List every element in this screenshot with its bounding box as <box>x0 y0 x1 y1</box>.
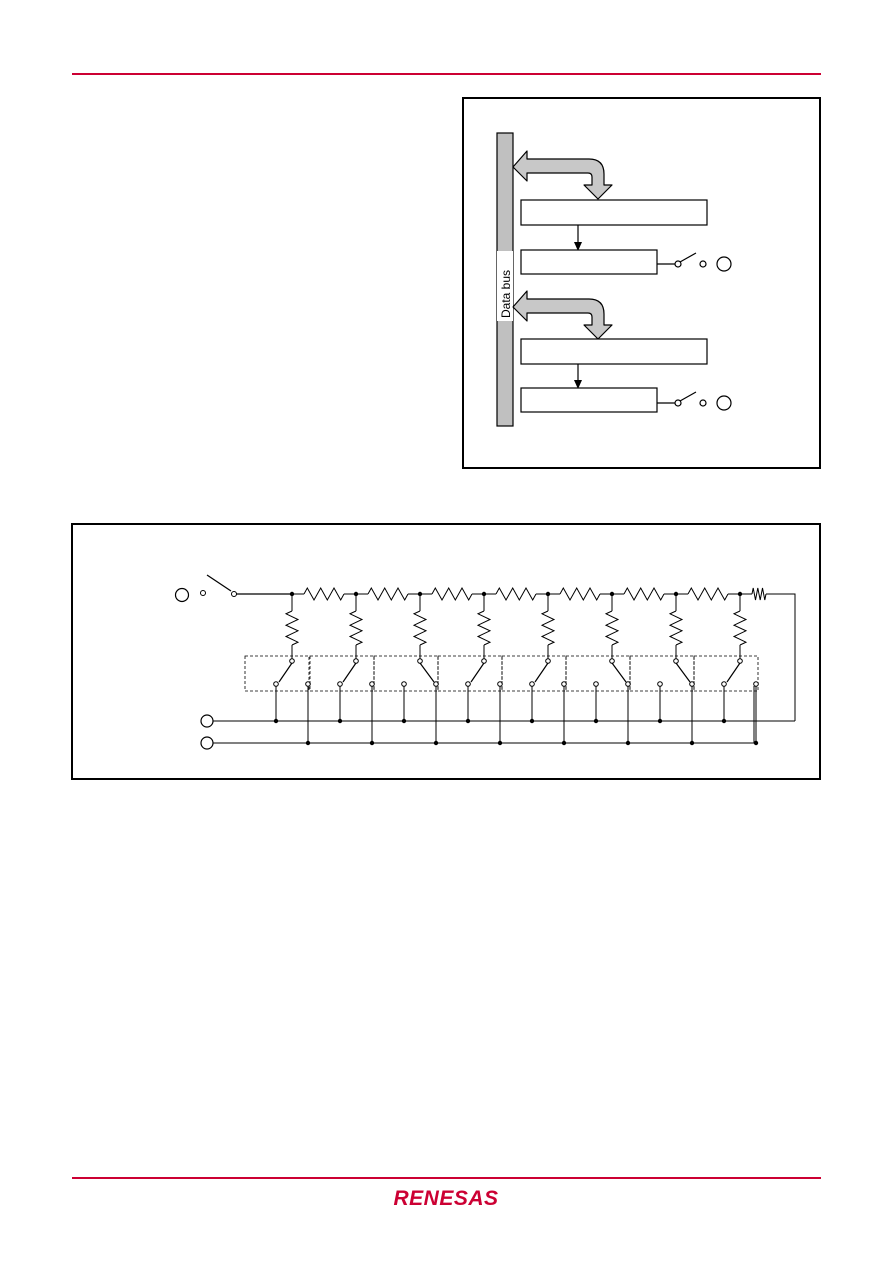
series-resistor <box>303 586 345 602</box>
bus-junction-low <box>625 740 631 746</box>
bus-junction-low <box>689 740 695 746</box>
bus-junction-low <box>305 740 311 746</box>
bus-junction-high <box>465 718 471 724</box>
bus-junction-high <box>529 718 535 724</box>
switch-pivot <box>609 658 615 664</box>
output1-switch-node-b <box>699 399 707 407</box>
switch-contact-a <box>273 681 279 687</box>
series-resistor <box>495 586 537 602</box>
ladder-input-switch-blade <box>206 574 232 592</box>
bus-junction-high <box>657 718 663 724</box>
ladder-input-pin <box>174 587 190 603</box>
data-bus-label: Data bus <box>499 270 513 318</box>
switch-blade <box>611 662 627 683</box>
renesas-logo: RENESAS <box>371 1186 521 1212</box>
output0-switch-node-b <box>699 260 707 268</box>
ladder-input-switch-node-b <box>231 591 237 597</box>
ref-pin-high <box>200 714 214 728</box>
bus-junction-high <box>593 718 599 724</box>
switch-blade <box>470 662 485 683</box>
arrowhead-0 <box>574 242 582 251</box>
shunt-resistor <box>284 610 300 646</box>
switch-contact-a <box>465 681 471 687</box>
switch-blade <box>342 662 357 683</box>
bus-junction-low <box>369 740 375 746</box>
dac-block-diagram-svg: Data bus <box>496 132 732 427</box>
switch-pivot <box>417 658 423 664</box>
series-resistor <box>687 586 729 602</box>
output0-switch-blade <box>679 252 697 263</box>
dacr1-block <box>520 387 658 413</box>
bus-junction-high <box>273 718 279 724</box>
renesas-logo-text: RENESAS <box>393 1187 499 1210</box>
dadr1-register <box>520 338 708 365</box>
bus-junction-high <box>401 718 407 724</box>
series-resistor <box>431 586 473 602</box>
switch-contact-a <box>721 681 727 687</box>
dacr0-block <box>520 249 658 275</box>
series-resistor <box>367 586 409 602</box>
output0-pin <box>716 256 732 272</box>
switch-blade <box>278 662 293 683</box>
series-resistor <box>623 586 665 602</box>
series-resistor <box>751 587 767 601</box>
bus-junction-high <box>337 718 343 724</box>
arrowhead-1 <box>574 380 582 389</box>
switch-blade <box>675 662 691 683</box>
bus-arrow-upper <box>512 150 613 200</box>
output0-switch-node-a <box>674 260 682 268</box>
switch-box <box>244 655 310 692</box>
header-rule <box>72 73 821 75</box>
shunt-resistor <box>604 610 620 646</box>
ladder-input-switch-node-a <box>200 590 206 596</box>
r2r-ladder-svg <box>174 574 796 750</box>
output1-switch-node-a <box>674 399 682 407</box>
shunt-resistor <box>476 610 492 646</box>
bus-junction-high <box>721 718 727 724</box>
switch-pivot <box>737 658 743 664</box>
bus-junction-low <box>753 740 759 746</box>
shunt-resistor <box>540 610 556 646</box>
bus-arrow-lower <box>512 290 613 340</box>
shunt-resistor <box>668 610 684 646</box>
switch-pivot <box>289 658 295 664</box>
data-bus-label-bg <box>497 251 513 321</box>
switch-box <box>693 655 759 692</box>
bus-junction-low <box>433 740 439 746</box>
shunt-resistor <box>732 610 748 646</box>
switch-contact-a <box>657 681 663 687</box>
switch-contact-b <box>753 681 759 687</box>
dadr0-register <box>520 199 708 226</box>
switch-contact-a <box>593 681 599 687</box>
shunt-resistor <box>348 610 364 646</box>
switch-contact-a <box>401 681 407 687</box>
switch-blade <box>726 662 741 683</box>
shunt-resistor <box>412 610 428 646</box>
bus-junction-low <box>561 740 567 746</box>
r2r-ladder-circuit <box>71 523 821 780</box>
switch-contact-a <box>529 681 535 687</box>
output1-pin <box>716 395 732 411</box>
footer-rule <box>72 1177 821 1179</box>
switch-pivot <box>673 658 679 664</box>
ladder-termination-wire <box>778 593 796 721</box>
switch-contact-a <box>337 681 343 687</box>
ref-pin-low <box>200 736 214 750</box>
switch-pivot <box>353 658 359 664</box>
series-resistor <box>559 586 601 602</box>
switch-pivot <box>481 658 487 664</box>
dac-block-diagram: Data bus <box>462 97 821 469</box>
switch-pivot <box>545 658 551 664</box>
bus-junction-low <box>497 740 503 746</box>
output1-switch-blade <box>679 391 697 402</box>
switch-blade <box>534 662 549 683</box>
switch-blade <box>419 662 435 683</box>
